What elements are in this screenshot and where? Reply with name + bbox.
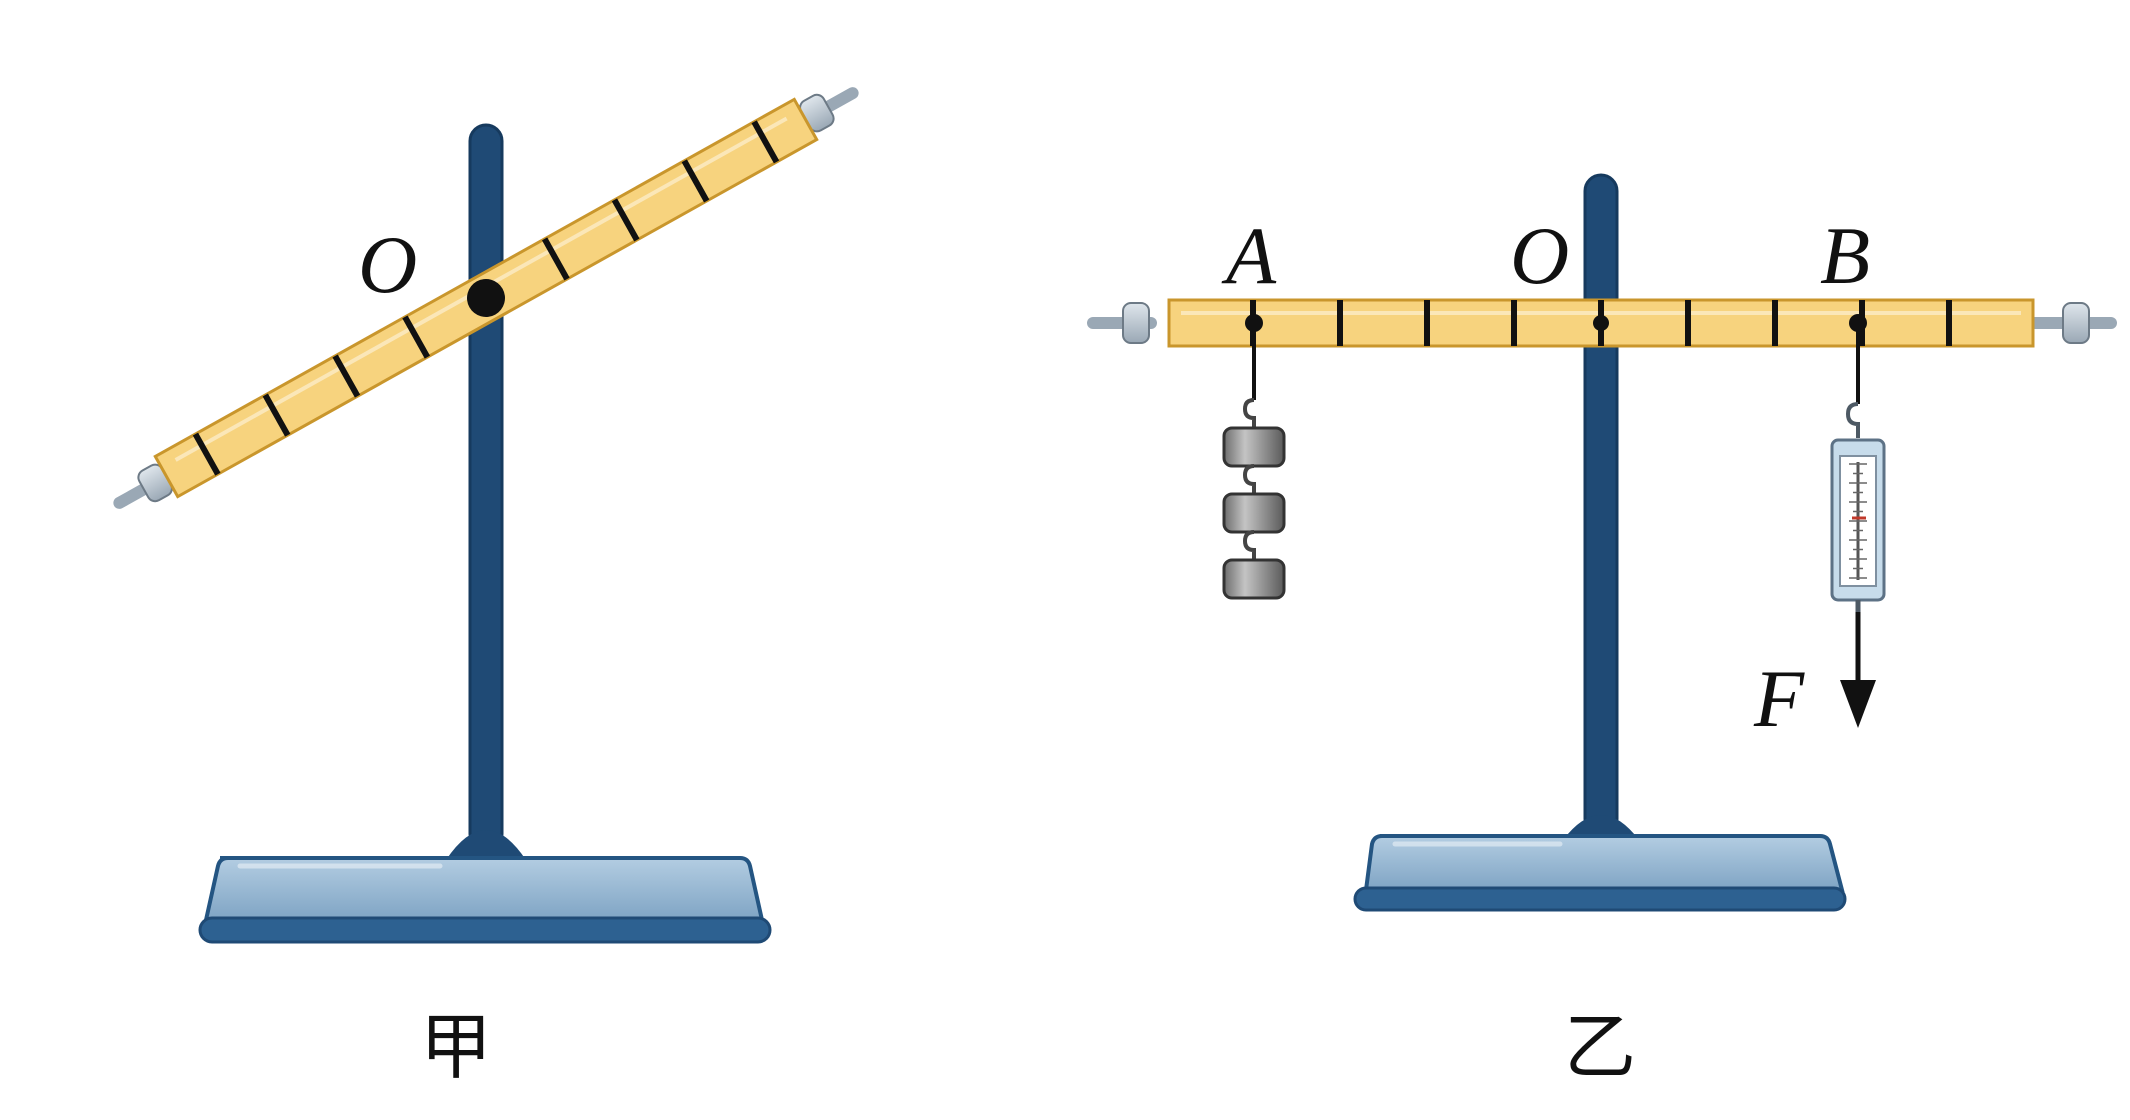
caption-yi: 乙 [1564,1005,1636,1089]
weight-stack [1222,398,1286,600]
iron-stand-icon [1353,173,1847,912]
lever-left-axle [1087,302,1157,344]
caption-jia: 甲 [420,1005,492,1089]
spring-scale-icon [1830,314,1886,618]
hook-weight [1222,492,1286,534]
force-arrow-icon [1840,612,1876,728]
scale-top-hook [1845,402,1860,438]
division-mark [541,237,570,281]
stand-rod-foot [446,830,526,860]
force-label-f: F [1753,653,1805,744]
lever-division-marks [1250,300,1952,346]
pivot-point [1593,315,1609,331]
hook-weight [1222,558,1286,600]
lever-division-marks [192,120,780,476]
pivot-label-o: O [1510,210,1569,301]
stand-rod-foot [1563,815,1639,840]
point-b-label: B [1820,210,1870,301]
weight-hook [1242,530,1256,560]
division-mark [262,393,291,437]
figure-yi: A O B F 乙 [1087,173,2117,1089]
figure-jia: O 甲 [113,87,859,1089]
division-mark [332,354,361,398]
division-mark [402,315,431,359]
division-mark [681,159,710,203]
pivot-point [467,279,505,317]
pivot-label-o: O [358,219,417,310]
division-mark [751,120,780,164]
lever-rod-icon [1087,298,2117,348]
lever-rod-icon [113,87,859,509]
stand-rod [468,123,504,852]
hook-weight [1222,426,1286,468]
stand-base-plate [1353,886,1847,912]
iron-stand-icon [198,123,772,944]
hook-weight-icon [1222,314,1286,600]
lever-right-axle [2027,302,2117,344]
weight-hook [1242,398,1256,428]
point-a-label: A [1221,210,1277,301]
scale-ticks [1849,462,1867,580]
weight-hook [1242,464,1256,494]
division-mark [192,432,221,476]
division-mark [611,198,640,242]
stand-rod [1583,173,1619,837]
stand-base-plate [198,916,772,944]
force-arrow-head [1840,680,1876,728]
